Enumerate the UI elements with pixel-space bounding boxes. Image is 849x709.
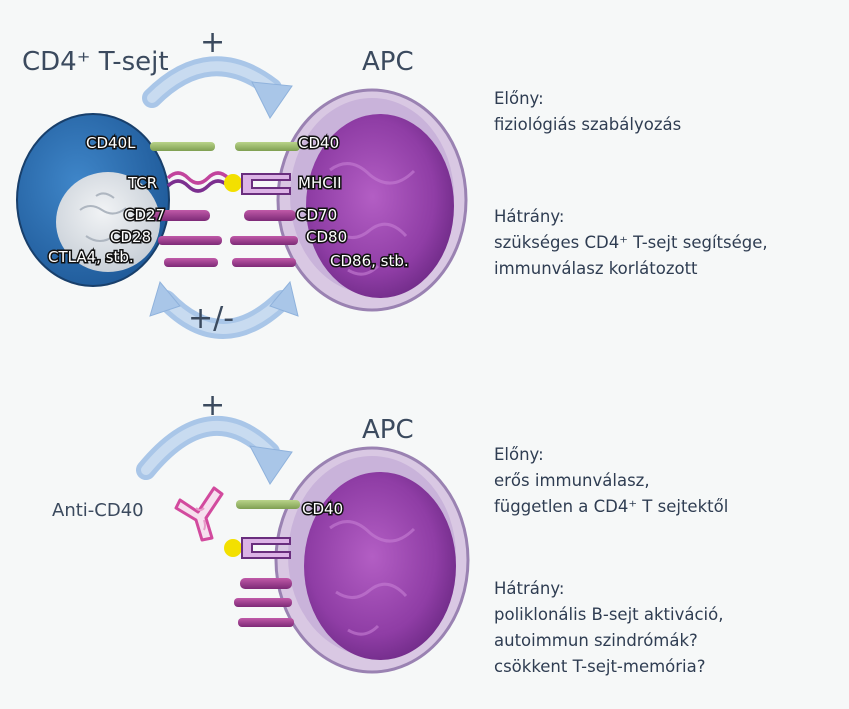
- marker-cd28: CD28: [110, 228, 151, 246]
- top-receptor-bars: [150, 142, 300, 267]
- top-apc-label: APC: [362, 47, 414, 77]
- top-plus-sign: +: [200, 25, 225, 60]
- anti-cd40-antibody-icon: [174, 486, 224, 542]
- bottom-activation-arrow: [136, 416, 293, 485]
- marker-tcr: TCR: [127, 174, 157, 192]
- marker-cd70: CD70: [296, 206, 337, 224]
- top-feedback-arrow: [149, 280, 299, 339]
- bottom-disadvantage-line: csökkent T-sejt-memória?: [494, 657, 706, 676]
- marker-cd40l: CD40L: [86, 134, 136, 152]
- top-disadvantage-block: Hátrány: szükséges CD4⁺ T-sejt segítsége…: [494, 204, 768, 282]
- bottom-marker-cd40: CD40: [302, 500, 343, 518]
- bottom-disadvantage-heading: Hátrány:: [494, 579, 565, 598]
- bottom-advantage-block: Előny: erős immunválasz, független a CD4…: [494, 442, 728, 520]
- top-t-cell: [16, 113, 170, 287]
- t-cell-label: CD4⁺ T-sejt: [22, 47, 169, 77]
- marker-cd40: CD40: [298, 134, 339, 152]
- top-disadvantage-line: immunválasz korlátozott: [494, 259, 698, 278]
- marker-cd80: CD80: [306, 228, 347, 246]
- marker-mhcii: MHCII: [298, 174, 342, 192]
- marker-cd86: CD86, stb.: [330, 252, 409, 270]
- top-advantage-block: Előny: fiziológiás szabályozás: [494, 86, 681, 138]
- bottom-advantage-line: erős immunválasz,: [494, 471, 650, 490]
- marker-cd27: CD27: [124, 206, 165, 224]
- top-disadvantage-heading: Hátrány:: [494, 207, 565, 226]
- bottom-disadvantage-line: poliklonális B-sejt aktiváció,: [494, 605, 724, 624]
- bottom-receptor-bars: [224, 500, 300, 627]
- plus-minus-sign: +/-: [188, 301, 234, 336]
- bottom-apc-cell: [274, 446, 470, 674]
- top-activation-arrow: [142, 56, 293, 119]
- top-apc-cell: [276, 88, 468, 312]
- bottom-plus-sign: +: [200, 388, 225, 423]
- top-advantage-line: fiziológiás szabályozás: [494, 115, 682, 134]
- top-disadvantage-line: szükséges CD4⁺ T-sejt segítsége,: [494, 233, 768, 252]
- anti-cd40-label: Anti-CD40: [52, 500, 144, 521]
- bottom-advantage-line: független a CD4⁺ T sejtektől: [494, 497, 729, 516]
- bottom-apc-label: APC: [362, 415, 414, 445]
- bottom-disadvantage-block: Hátrány: poliklonális B-sejt aktiváció, …: [494, 576, 723, 680]
- top-advantage-heading: Előny:: [494, 89, 544, 108]
- marker-ctla4: CTLA4, stb.: [48, 248, 134, 266]
- bottom-disadvantage-line: autoimmun szindrómák?: [494, 631, 698, 650]
- bottom-advantage-heading: Előny:: [494, 445, 544, 464]
